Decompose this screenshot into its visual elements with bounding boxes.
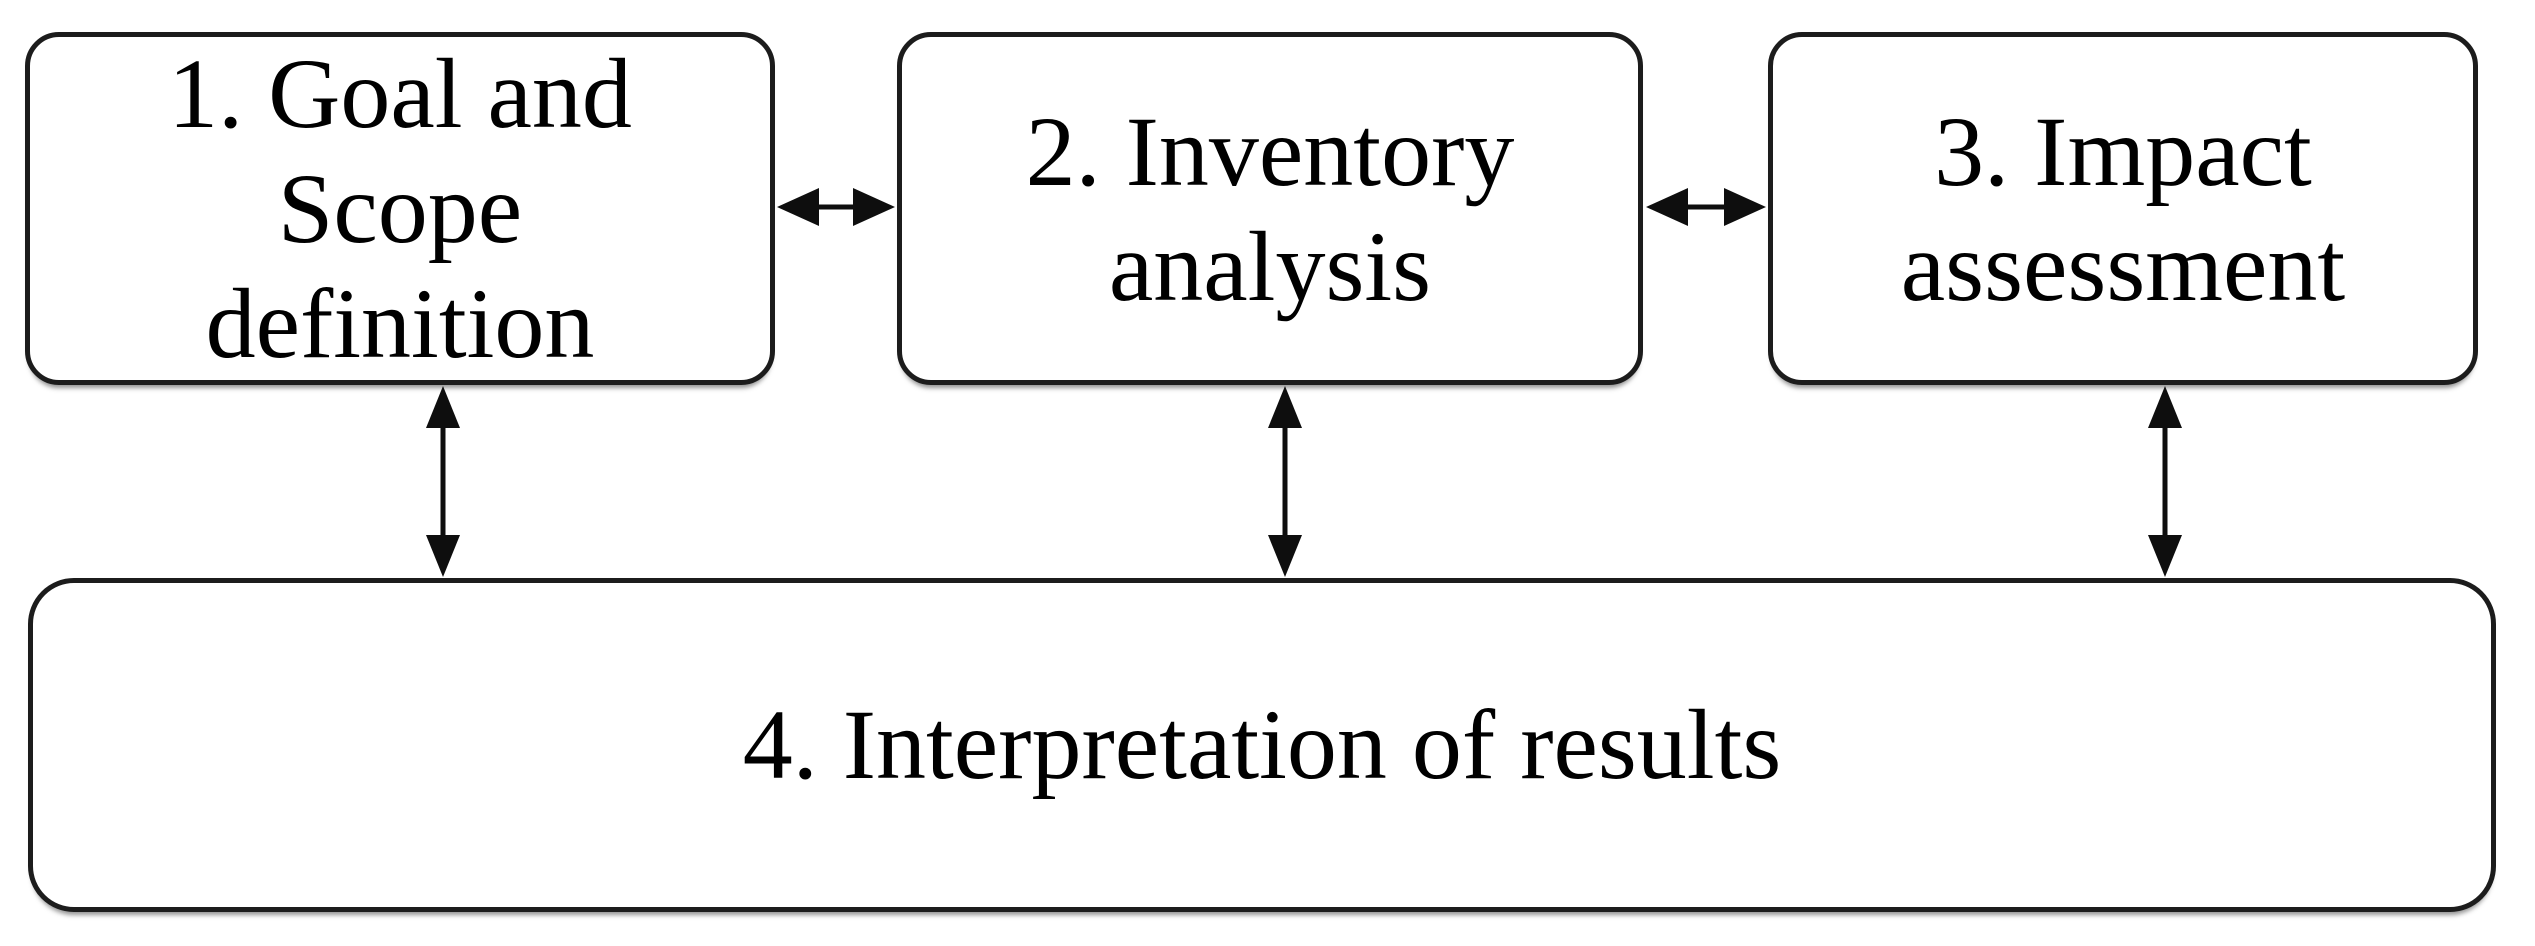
box-impact-assessment: 3. Impact assessment xyxy=(1768,32,2478,385)
box-goal-scope-definition-label: 1. Goal and Scope definition xyxy=(168,38,632,379)
bidirectional-arrow-impact-interpretation xyxy=(2148,386,2182,577)
box-goal-scope-definition: 1. Goal and Scope definition xyxy=(25,32,775,385)
bidirectional-arrow-inventory-interpretation xyxy=(1268,386,1302,577)
box-interpretation-of-results-label: 4. Interpretation of results xyxy=(742,689,1782,800)
box-inventory-analysis-label: 2. Inventory analysis xyxy=(1025,95,1515,322)
bidirectional-arrow-goal-interpretation xyxy=(426,386,460,577)
bidirectional-arrow-inventory-impact xyxy=(1646,188,1766,226)
bidirectional-arrow-goal-inventory xyxy=(777,188,895,226)
box-inventory-analysis: 2. Inventory analysis xyxy=(897,32,1643,385)
box-impact-assessment-label: 3. Impact assessment xyxy=(1900,95,2346,322)
box-interpretation-of-results: 4. Interpretation of results xyxy=(28,578,2496,912)
